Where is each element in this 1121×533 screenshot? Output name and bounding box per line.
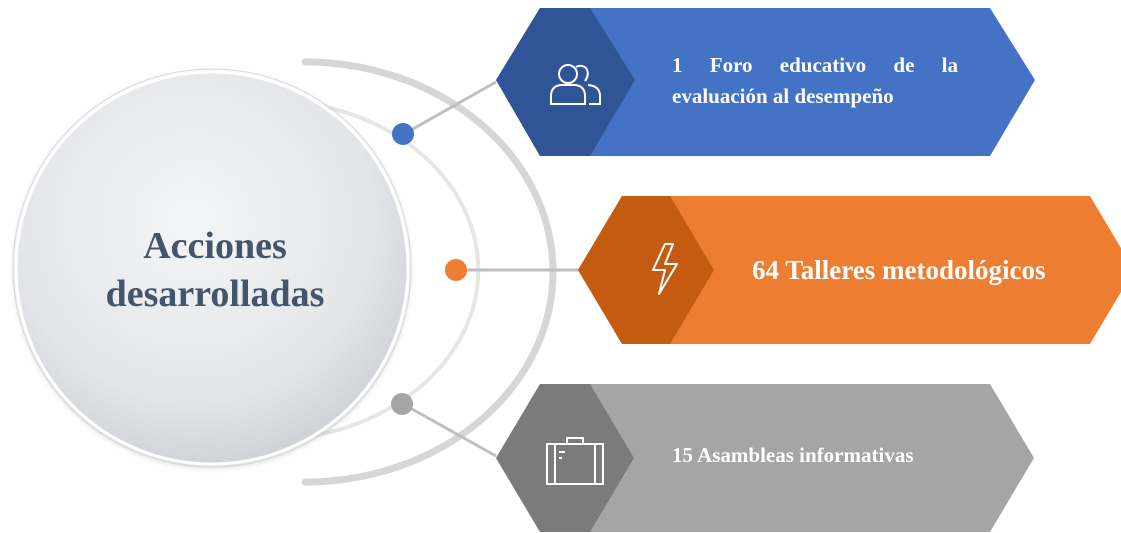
outer-arc	[301, 58, 557, 486]
lightning-icon	[652, 243, 678, 295]
center-label-line-1: Acciones	[143, 225, 287, 267]
dot-blue	[392, 123, 414, 145]
briefcase-icon	[546, 437, 604, 485]
connector-1	[403, 80, 497, 136]
item-2-icon-panel	[578, 196, 714, 344]
center-label: Acciones desarrolladas	[40, 222, 390, 318]
item-2-shape	[578, 196, 1121, 344]
item-3-shape	[496, 384, 1034, 532]
item-1-text-line-1: 1 Foro educativo de la	[672, 53, 958, 77]
dot-gray	[391, 393, 413, 415]
item-3-text: 15 Asambleas informativas	[672, 443, 914, 467]
item-1-text-line-2: evaluación al desempeño	[672, 84, 894, 108]
center-label-line-2: desarrolladas	[105, 273, 325, 315]
center-circle-rim	[12, 68, 412, 468]
item-2-text: 64 Talleres metodológicos	[752, 255, 1046, 285]
item-1-shape	[496, 8, 1035, 156]
people-icon	[550, 64, 601, 105]
center-circle	[14, 70, 410, 466]
item-3-icon-panel	[496, 384, 634, 532]
item-1-text: 1 Foro educativo de la evaluación al des…	[672, 50, 958, 112]
dot-orange	[445, 259, 467, 281]
connector-3	[402, 402, 497, 458]
